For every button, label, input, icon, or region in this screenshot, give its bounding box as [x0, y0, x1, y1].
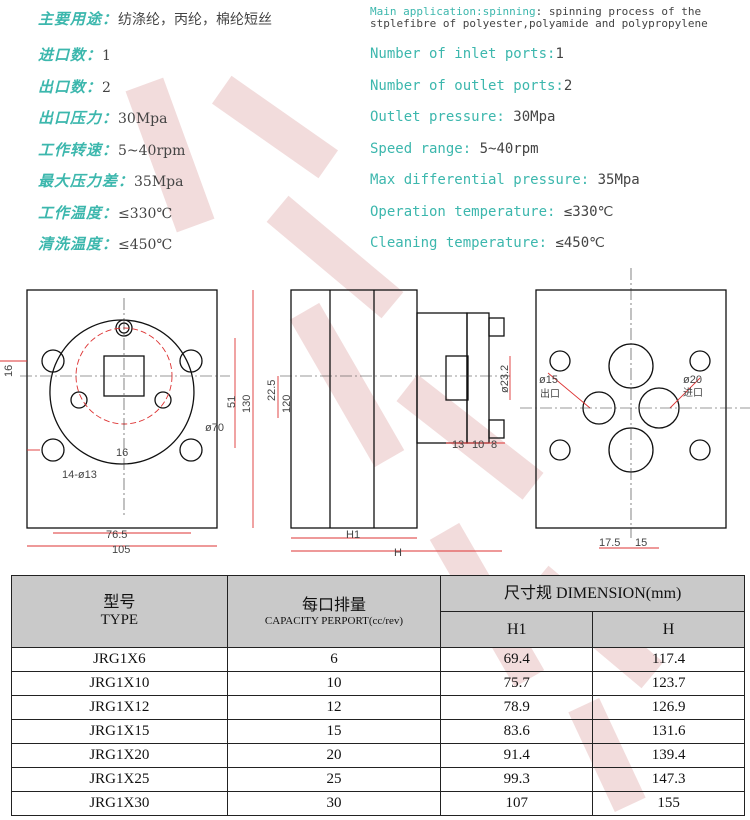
- dim-10: 10: [472, 439, 484, 451]
- side-view-body: [290, 289, 418, 529]
- spec-row-cn: 最大压力差：35Mpa: [38, 172, 184, 190]
- dim-51: 51: [226, 396, 238, 408]
- outlet-label: 出口: [540, 387, 560, 400]
- dim-20: ø20: [683, 374, 702, 386]
- spec-row-en: Cleaning temperature: ≤450℃: [370, 235, 605, 251]
- spec-row-en: Number of inlet ports:1: [370, 46, 564, 62]
- dim-76-5: 76.5: [106, 529, 127, 541]
- spec-row-en: Number of outlet ports:2: [370, 78, 573, 94]
- dim-120: 120: [281, 395, 293, 413]
- front-view-body: [26, 289, 218, 529]
- capacity-table: 型号 TYPE 每口排量 CAPACITY PERPORT(cc/rev) 尺寸…: [11, 575, 745, 816]
- spec-row-cn: 工作温度：≤330℃: [38, 204, 173, 222]
- dim-22-5: 22.5: [266, 380, 278, 401]
- spec-row-en: Operation temperature: ≤330℃: [370, 204, 614, 220]
- dim-16b: 16: [116, 447, 128, 459]
- dim-13: 13: [452, 439, 464, 451]
- dim-16: 16: [3, 365, 15, 377]
- spec-row-cn: 工作转速：5~40rpm: [38, 141, 186, 159]
- spec-row-en: Max differential pressure: 35Mpa: [370, 172, 640, 188]
- dim-15b: 15: [635, 537, 647, 549]
- dim-15: ø15: [539, 374, 558, 386]
- dim-105: 105: [112, 544, 130, 556]
- spec-row-cn: 出口数：2: [38, 78, 111, 96]
- spec-row-cn: 清洗温度：≤450℃: [38, 235, 173, 253]
- dim-70: ø70: [205, 422, 224, 434]
- dim-23-2: ø23.2: [499, 365, 511, 393]
- spec-row-en: Outlet pressure: 30Mpa: [370, 109, 556, 125]
- dim-130: 130: [241, 395, 253, 413]
- dim-17-5: 17.5: [599, 537, 620, 549]
- col-type-header: 型号 TYPE: [11, 575, 228, 648]
- spec-row-cn: 进口数：1: [38, 46, 111, 64]
- col-h1-header: H1: [440, 611, 594, 648]
- dim-14-13: 14-ø13: [62, 469, 97, 481]
- dim-h1: H1: [346, 529, 360, 541]
- col-capacity-header: 每口排量 CAPACITY PERPORT(cc/rev): [226, 575, 442, 648]
- spec-row-cn: 出口压力：30Mpa: [38, 109, 168, 127]
- technical-drawing: 16 51 130 16 ø70 14-ø13 76.5 105 22.5 12…: [0, 268, 750, 559]
- application-en: Main application:spinning: spinning proc…: [370, 5, 708, 30]
- front-view-flange: [49, 319, 195, 465]
- col-dimension-header: 尺寸规 DIMENSION(mm): [440, 575, 745, 612]
- inlet-label: 进口: [683, 387, 703, 399]
- dim-h: H: [394, 547, 402, 559]
- spec-row-en: Speed range: 5~40rpm: [370, 141, 539, 157]
- application-cn: 主要用途：纺涤纶，丙纶，棉纶短丝: [38, 10, 273, 28]
- col-h-header: H: [592, 611, 745, 648]
- dim-8: 8: [491, 439, 497, 451]
